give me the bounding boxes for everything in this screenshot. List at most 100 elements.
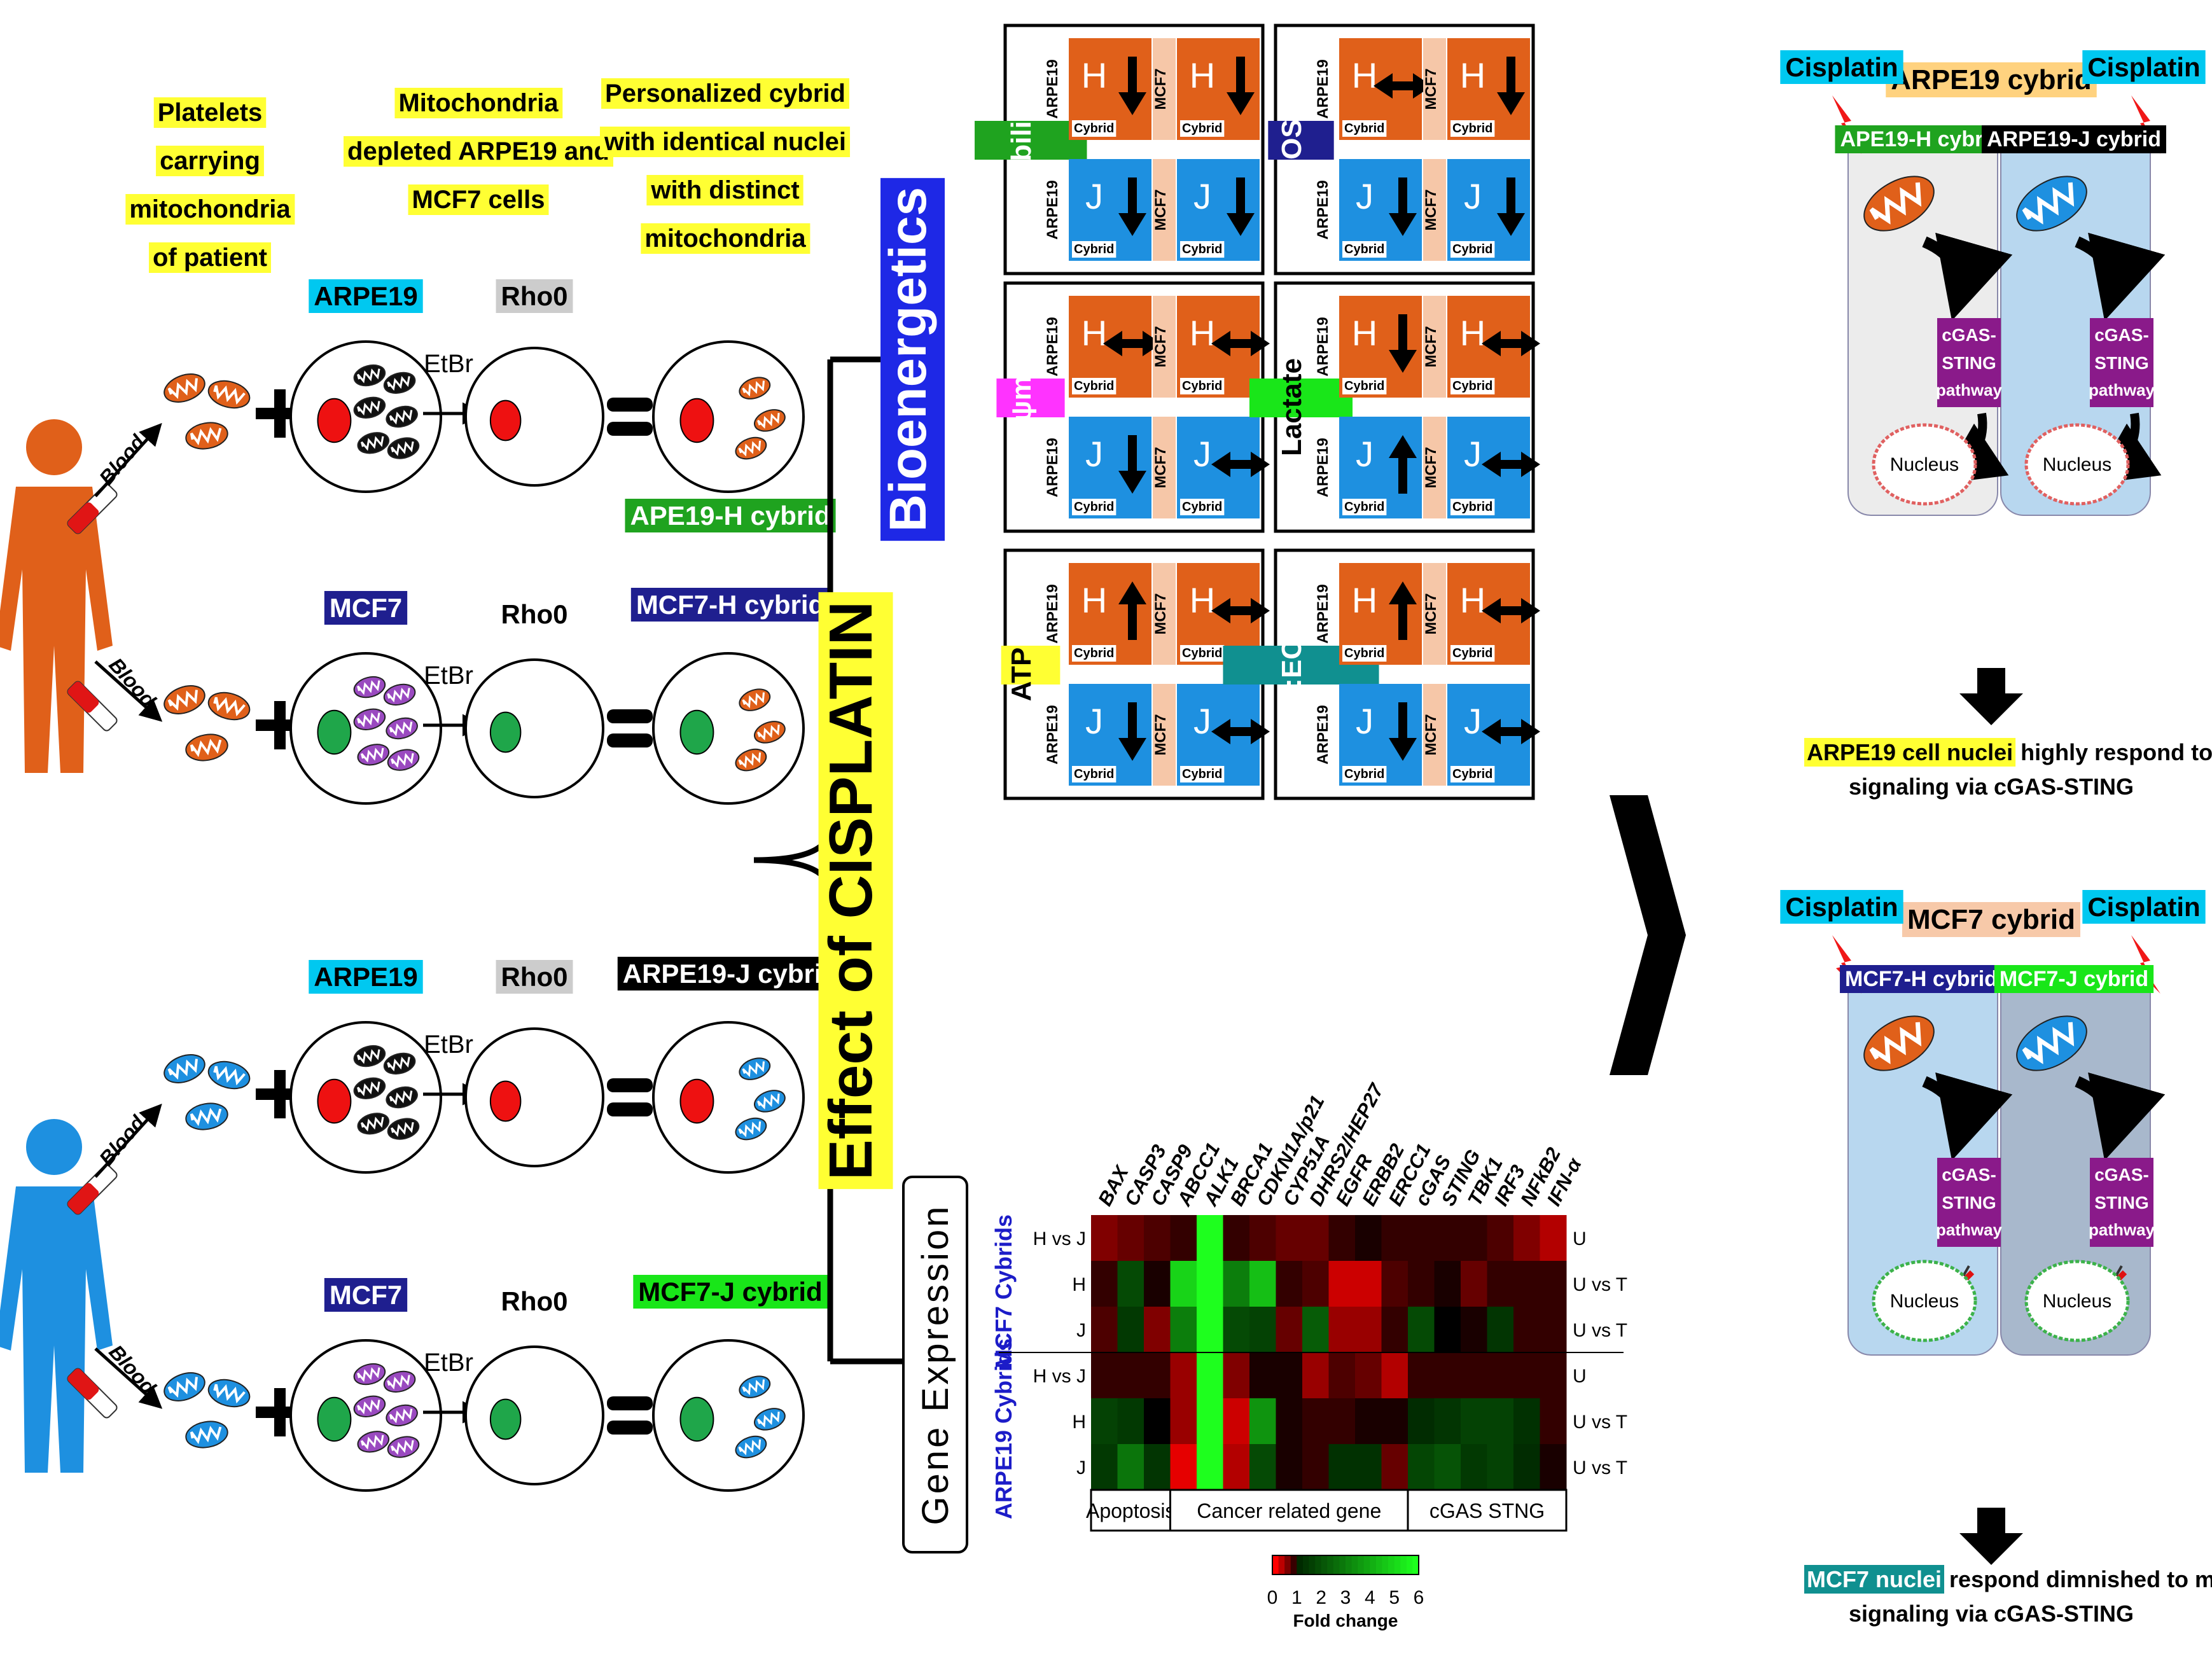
cybrid-caption-bg (1180, 378, 1225, 394)
cybrid-caption: Cybrid (1344, 646, 1384, 660)
heatmap-cell (1249, 1307, 1276, 1353)
tube-blood (67, 681, 99, 713)
mito-cristae (391, 753, 414, 768)
mito-cristae (1869, 1022, 1922, 1064)
mito-cristae (360, 747, 384, 763)
header-line: with identical nuclei (604, 128, 846, 156)
heatmap-cell (1249, 1352, 1276, 1399)
heatmap-cell (1276, 1352, 1303, 1399)
scale-swatch (1333, 1555, 1340, 1574)
blood-label: Blood (104, 1340, 160, 1400)
header-line: depleted ARPE19 and (347, 137, 609, 165)
mitochondrion (357, 1431, 390, 1453)
bio-cell-side-label: ARPE19 (1044, 438, 1061, 497)
cell-membrane (464, 658, 604, 798)
conclusion-highlight-bg (1804, 738, 2016, 767)
arrow-shaft (1128, 435, 1137, 475)
bio-cell-letter: H (1190, 580, 1215, 620)
trend-arrow-icon (1389, 581, 1417, 640)
arrow-shaft (1398, 454, 1407, 494)
scale-swatch (1309, 1555, 1316, 1574)
category-label: Cancer related gene (1197, 1499, 1381, 1522)
mito-cristae (738, 1439, 762, 1456)
platelet-mitochondria (163, 373, 251, 450)
chip-text: MCF7 (330, 593, 402, 623)
arrow-shaft (1398, 601, 1407, 640)
chip-text: Rho0 (501, 962, 568, 992)
host-cell-label: MCF7 (324, 1278, 408, 1312)
header-line: with distinct (650, 176, 799, 204)
chip-bg (2082, 50, 2206, 84)
scale-swatch (1388, 1555, 1395, 1574)
conclusion-line2: signaling via cGAS-STING (1849, 774, 2134, 800)
plus-bar (274, 1070, 286, 1118)
mitochondrion (357, 1113, 390, 1135)
cybrid-caption: Cybrid (1074, 379, 1114, 393)
lightning-bolt-icon (2131, 935, 2160, 994)
heatmap-cell (1091, 1444, 1118, 1491)
header-highlight (153, 97, 267, 128)
mito-body (163, 373, 205, 403)
mito-body (163, 1372, 205, 1401)
mcf7-strip (1423, 417, 1446, 518)
chip-text: ARPE19 cybrid (1891, 64, 2091, 95)
blood-label: Blood (104, 653, 160, 712)
mito-body (207, 380, 251, 409)
cgas-label: cGAS- (1942, 325, 1996, 345)
mito-cristae (213, 1384, 246, 1404)
equals-bar (607, 398, 653, 412)
header-highlight (646, 175, 803, 205)
heatmap-cell (1117, 1398, 1144, 1445)
chip-bg (2082, 890, 2206, 924)
equals-bar (607, 1421, 653, 1435)
scale-swatch (1400, 1555, 1407, 1574)
signal-arrow (2075, 1072, 2166, 1161)
arrow-head (1251, 452, 1270, 477)
mito-cristae (738, 752, 762, 768)
heatmap-cell (1276, 1215, 1303, 1261)
bio-cell-side-label: ARPE19 (1314, 438, 1332, 497)
nucleus-shape (2024, 423, 2130, 506)
scale-tick: 6 (1414, 1587, 1424, 1608)
mitochondrion (353, 708, 386, 730)
heatmap-cell (1197, 1444, 1223, 1491)
rho0-cell (464, 1345, 604, 1485)
arrow-head (1389, 435, 1417, 458)
mito-cristae (2022, 182, 2075, 225)
bio-cell-side-label: ARPE19 (1044, 59, 1061, 118)
cybrid-caption: Cybrid (1344, 122, 1384, 136)
bio-cell-side-label: MCF7 (1152, 447, 1169, 488)
heatmap-cell (1487, 1307, 1514, 1353)
trend-arrow-icon (1118, 177, 1146, 236)
blood-tube-icon (67, 1368, 118, 1419)
mito-cristae (387, 1375, 410, 1390)
mito-cristae (391, 441, 414, 456)
conclusion-line2: signaling via cGAS-STING (1849, 1601, 2134, 1627)
bio-cell-letter: J (1193, 176, 1211, 216)
trend-arrow-icon (1211, 331, 1270, 356)
heatmap-cell (1513, 1215, 1540, 1261)
heatmap-cell (1434, 1398, 1461, 1445)
mitochondrion (739, 688, 771, 711)
mitochondrion (357, 432, 390, 454)
mito-cristae (391, 1440, 414, 1455)
arrow-head (1251, 331, 1270, 356)
chip-bg (625, 499, 836, 532)
bio-cell-side-label: MCF7 (1422, 189, 1440, 230)
bio-cell-letter: H (1460, 313, 1485, 353)
signal-arrow (1922, 232, 2013, 321)
arrow-head (1103, 331, 1122, 356)
nucleus-label: Nucleus (1890, 1291, 1959, 1312)
equals-sign (607, 1078, 653, 1116)
mito-cristae (1869, 182, 1922, 225)
tube-blood (67, 1368, 99, 1400)
chip-text: Rho0 (501, 281, 568, 311)
mito-cristae (757, 1412, 780, 1428)
